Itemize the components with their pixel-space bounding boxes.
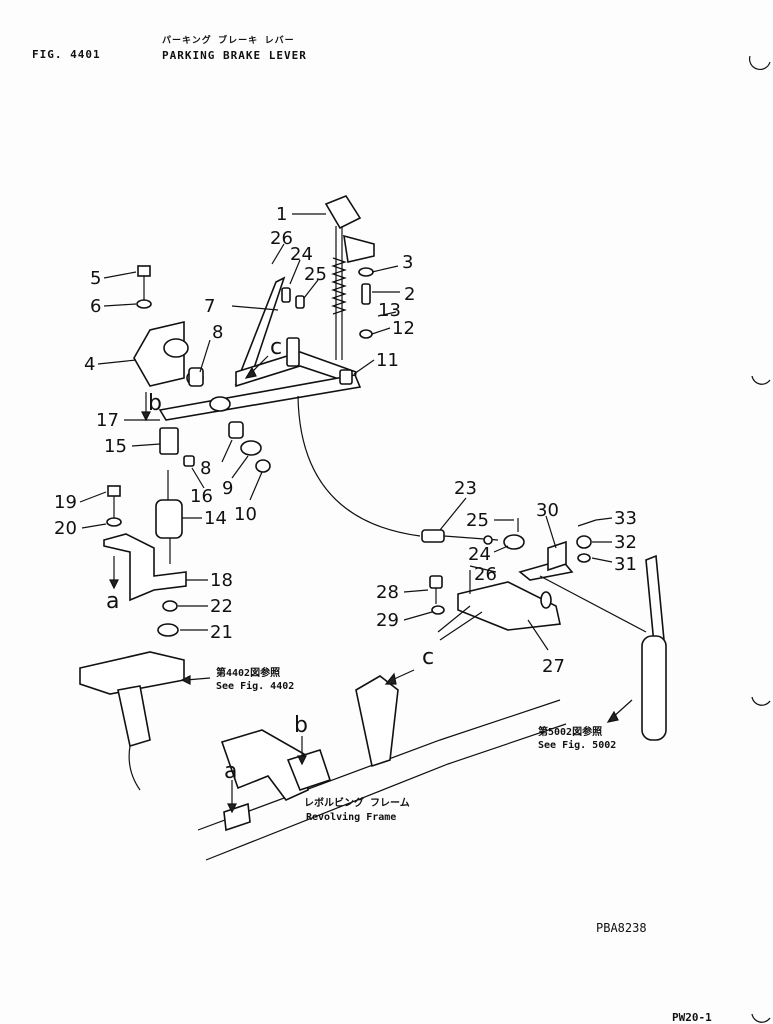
view-letter-b-lower: b [294, 713, 308, 738]
callout-33: 33 [614, 508, 637, 529]
callout-1: 1 [276, 204, 287, 225]
ref-frame-en: Revolving Frame [306, 812, 397, 823]
drawing-code: PBA8238 [596, 921, 647, 935]
view-letter-b-upper: b [148, 391, 162, 416]
callout-3: 3 [402, 252, 413, 273]
callout-13: 13 [378, 300, 401, 321]
callout-19: 19 [54, 492, 77, 513]
callout-18: 18 [210, 570, 233, 591]
callout-2: 2 [404, 284, 415, 305]
callout-29: 29 [376, 610, 399, 631]
lever-knob [324, 195, 362, 230]
callout-17: 17 [96, 410, 119, 431]
callout-7: 7 [204, 296, 215, 317]
callout-10: 10 [234, 504, 257, 525]
callout-14: 14 [204, 508, 227, 529]
callout-31: 31 [614, 554, 637, 575]
brake-lever-assembly [79, 195, 375, 791]
view-letter-a-upper: a [106, 589, 119, 614]
callout-32: 32 [614, 532, 637, 553]
callout-6: 6 [90, 296, 101, 317]
callout-5: 5 [90, 268, 101, 289]
view-arrows [109, 355, 633, 814]
callout-26a: 26 [270, 228, 293, 249]
view-letter-c-upper: c [270, 335, 282, 360]
callout-24b: 24 [468, 544, 491, 565]
callout-30: 30 [536, 500, 559, 521]
callout-16: 16 [190, 486, 213, 507]
brake-cable [297, 395, 421, 537]
title-katakana: パーキング ブレーキ レバー [162, 36, 295, 46]
page-code: PW20-1 [672, 1011, 712, 1024]
revolving-frame [197, 675, 567, 861]
view-letter-c-lower: c [422, 645, 434, 670]
callout-26b: 26 [474, 564, 497, 585]
callout-8a: 8 [212, 322, 223, 343]
view-letter-labels: b c a c b a [106, 335, 434, 784]
callout-11: 11 [376, 350, 399, 371]
view-letter-a-lower: a [224, 759, 237, 784]
cable-end-assembly [421, 518, 667, 741]
ref-frame-jp: レボルビング フレーム [304, 798, 410, 809]
ref-fig4402-jp: 第4402図参照 [216, 668, 281, 679]
callout-24a: 24 [290, 244, 313, 265]
lever-spring [331, 257, 347, 315]
callout-labels: 1 2 3 4 5 6 7 8 8 9 10 11 12 13 14 15 16… [54, 204, 637, 677]
callout-21: 21 [210, 622, 233, 643]
callout-4: 4 [84, 354, 95, 375]
callout-27: 27 [542, 656, 565, 677]
callout-12: 12 [392, 318, 415, 339]
leader-lines [79, 213, 613, 651]
callout-15: 15 [104, 436, 127, 457]
callout-25b: 25 [466, 510, 489, 531]
callout-8b: 8 [200, 458, 211, 479]
ref-fig5002-en: See Fig. 5002 [538, 740, 617, 751]
callout-22: 22 [210, 596, 233, 617]
callout-25a: 25 [304, 264, 327, 285]
callout-9: 9 [222, 478, 233, 499]
ref-fig5002-jp: 第5002図参照 [538, 727, 603, 738]
ref-fig4402-en: See Fig. 4402 [216, 681, 295, 692]
callout-28: 28 [376, 582, 399, 603]
binder-hole-marks [748, 55, 771, 1023]
callout-20: 20 [54, 518, 77, 539]
callout-23: 23 [454, 478, 477, 499]
figure-number: FIG. 4401 [32, 48, 101, 61]
figure-title: PARKING BRAKE LEVER [162, 49, 307, 62]
